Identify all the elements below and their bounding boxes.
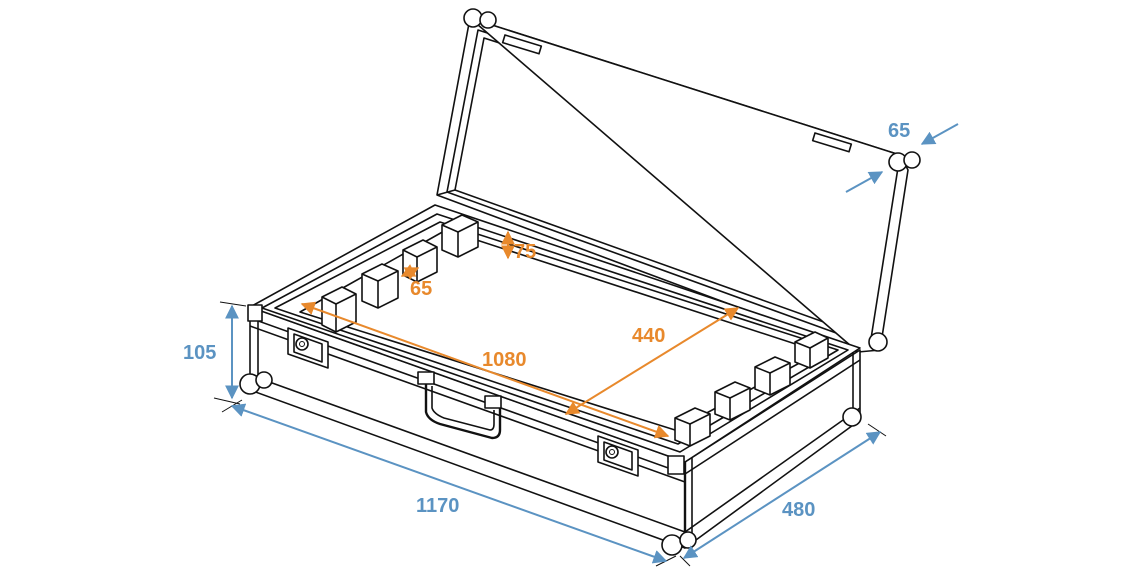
dimension-width: 480: [679, 423, 887, 567]
dimension-divider-spacing-label: 65: [410, 278, 432, 300]
dimension-inner-width-label: 440: [632, 325, 665, 347]
dimension-length-label: 1170: [416, 495, 459, 517]
dimension-inner-width: 440: [564, 307, 740, 415]
dimension-width-label: 480: [782, 499, 815, 521]
base-corner-ball-front-left-bottom: [239, 371, 273, 395]
dimension-lid-depth-label: 65: [888, 120, 910, 142]
dimension-divider-height-label: 75: [514, 241, 536, 263]
dimension-height-label: 105: [183, 342, 216, 364]
lid-corner-ball-top-left: [463, 8, 497, 29]
base-corner-front-right-top: [667, 455, 685, 475]
dimension-height: 105: [183, 301, 247, 405]
dimension-divider-height: 75: [501, 230, 536, 263]
base-corner-front-left-top: [247, 304, 263, 322]
case-lid: [436, 8, 921, 353]
dimension-lid-depth: 65: [845, 120, 959, 193]
dimension-inner-length-label: 1080: [482, 349, 527, 371]
lid-corner-ball-bottom-right: [868, 332, 888, 352]
base-corner-ball-back-right-bottom: [842, 407, 862, 427]
lid-corner-ball-top-right: [888, 151, 921, 172]
dimension-divider-spacing: 65: [400, 264, 432, 300]
